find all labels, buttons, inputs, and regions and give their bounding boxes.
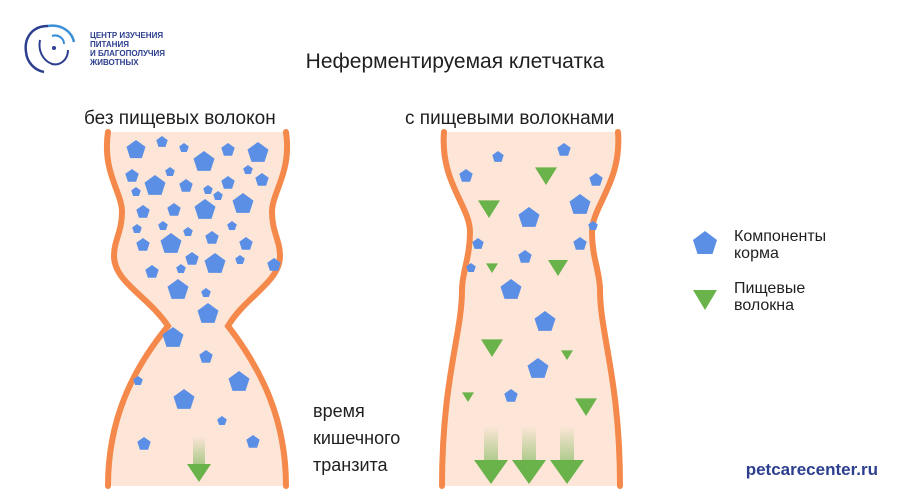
legend-label-fiber: Пищевые волокна <box>734 280 806 314</box>
food-component-particle <box>527 358 549 378</box>
food-component-particle <box>227 221 237 230</box>
food-component-particle <box>518 207 540 227</box>
food-component-particle <box>235 255 245 264</box>
food-component-particle <box>205 231 219 244</box>
food-component-particle <box>267 258 281 271</box>
food-component-particle <box>573 237 587 250</box>
fiber-particle <box>478 200 500 218</box>
food-component-particle <box>466 263 476 272</box>
transit-line-3: транзита <box>313 455 388 475</box>
food-component-particle <box>193 151 215 171</box>
fiber-particle <box>462 392 474 402</box>
food-component-particle <box>217 416 227 425</box>
food-component-particle <box>126 140 146 159</box>
transit-line-2: кишечного <box>313 428 401 448</box>
logo: Центр изучения питания и благополучия жи… <box>18 20 188 80</box>
intestine-tube-left <box>106 132 288 486</box>
legend-label-food: Компоненты корма <box>734 228 827 262</box>
food-component-particle <box>243 165 253 174</box>
intestine-tube-right <box>442 132 620 486</box>
food-component-particle <box>158 221 168 230</box>
food-component-particle <box>589 173 603 186</box>
food-component-particle <box>569 194 591 214</box>
website-link[interactable]: petcarecenter.ru <box>745 460 878 479</box>
fiber-particle <box>481 339 503 357</box>
food-component-particle <box>203 185 213 194</box>
food-component-particle <box>136 205 150 218</box>
food-component-particle <box>156 136 168 147</box>
transit-line-1: время <box>313 401 365 421</box>
logo-line-4: животных <box>90 58 139 67</box>
fiber-particle <box>561 350 573 360</box>
food-component-particle <box>137 437 151 450</box>
food-component-particle <box>232 193 254 213</box>
food-component-particle <box>500 279 522 299</box>
food-component-particle <box>239 237 253 250</box>
food-component-particle <box>197 303 219 323</box>
fiber-particle <box>486 263 498 273</box>
food-component-particle <box>221 176 235 189</box>
food-component-particle <box>167 203 181 216</box>
food-component-particle <box>162 327 184 347</box>
panel-label-with-fiber: с пищевыми волокнами <box>405 108 615 129</box>
page-title: Неферментируемая клетчатка <box>305 50 605 73</box>
food-component-particle <box>160 233 182 253</box>
food-component-particle <box>131 187 141 196</box>
food-component-particle <box>472 238 484 249</box>
food-component-particle <box>518 250 532 263</box>
food-component-particle <box>246 435 260 448</box>
logo-line-3: и благополучия <box>90 49 166 58</box>
food-component-particle <box>247 142 269 162</box>
pet-logo-icon <box>24 24 76 74</box>
triangle-icon <box>693 290 717 310</box>
food-component-particle <box>201 288 211 297</box>
food-component-particle <box>136 238 150 251</box>
food-component-particle <box>179 143 189 152</box>
food-component-particle <box>459 169 473 182</box>
food-component-particle <box>534 311 556 331</box>
food-component-particle <box>179 179 193 192</box>
fiber-particle <box>535 167 557 185</box>
food-component-particle <box>185 252 199 265</box>
transit-time-label: время кишечного транзита <box>313 398 400 479</box>
food-component-particle <box>125 169 139 182</box>
food-component-particle <box>255 173 269 186</box>
food-component-particle <box>145 265 159 278</box>
food-component-particle <box>183 227 193 236</box>
food-component-particle <box>173 389 195 409</box>
logo-text: Центр изучения питания и благополучия жи… <box>90 31 200 67</box>
food-component-particle <box>165 167 175 176</box>
transit-arrow-left <box>187 436 211 482</box>
food-component-particle <box>167 279 189 299</box>
food-component-particle <box>176 264 186 273</box>
food-component-particle <box>213 191 223 200</box>
food-component-particle <box>228 371 250 391</box>
food-component-particle <box>504 389 518 402</box>
food-component-particle <box>199 350 213 363</box>
logo-line-2: питания <box>90 40 129 49</box>
food-component-particle <box>557 143 571 156</box>
panel-label-without-fiber: без пищевых волокон <box>84 108 276 129</box>
pentagon-icon <box>693 231 717 254</box>
food-component-particle <box>133 376 143 385</box>
food-component-particle <box>194 199 216 219</box>
food-component-particle <box>144 175 166 195</box>
food-component-particle <box>588 221 598 230</box>
fiber-particle <box>548 260 568 276</box>
food-component-particle <box>221 143 235 156</box>
food-components-layer <box>125 136 603 450</box>
transit-arrows-right <box>474 426 584 484</box>
fiber-particle <box>575 398 597 416</box>
fibers-layer <box>462 167 597 416</box>
logo-line-1: Центр изучения <box>90 31 164 40</box>
food-component-particle <box>204 253 226 273</box>
food-component-particle <box>492 151 504 162</box>
food-component-particle <box>132 224 142 233</box>
